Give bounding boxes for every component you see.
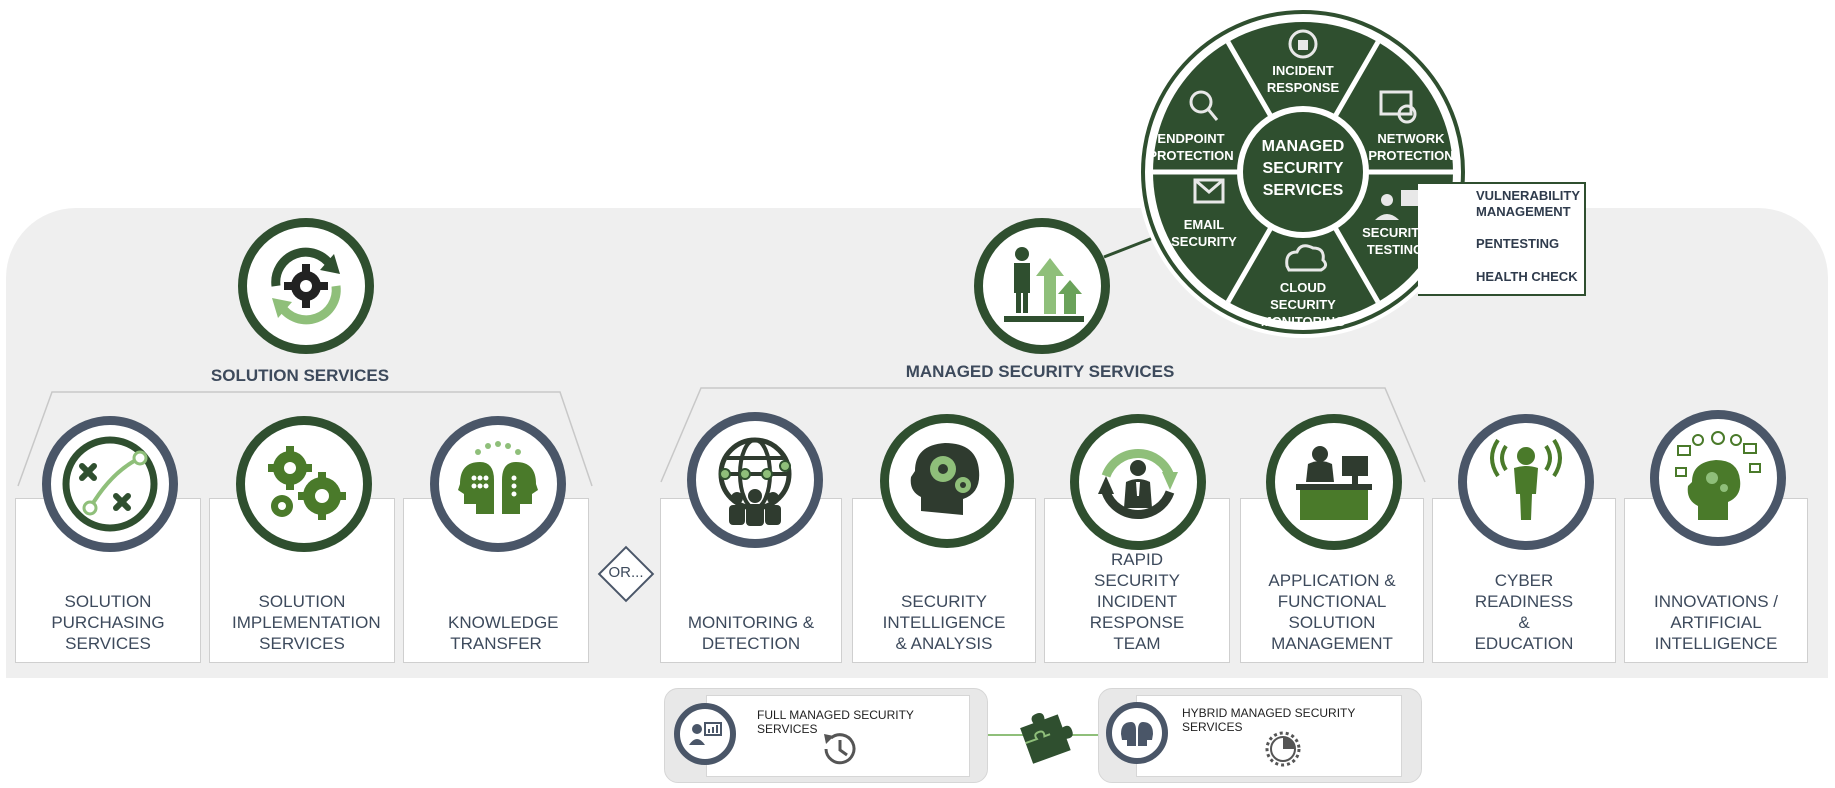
segment-email-security: EMAIL SECURITY xyxy=(1171,217,1237,249)
wheel-center-label: MANAGED SECURITY SERVICES xyxy=(1261,138,1345,199)
pie-clock-icon xyxy=(1265,731,1301,767)
card-label: INNOVATIONS / ARTIFICIAL INTELLIGENCE xyxy=(1653,592,1779,653)
testing-items: VULNERABILITY MANAGEMENT PENTESTING HEAL… xyxy=(1476,188,1586,285)
card-label: KNOWLEDGE TRANSFER xyxy=(448,613,559,653)
managed-bracket xyxy=(660,387,1426,483)
segment-network-protection: NETWORK PROTECTION xyxy=(1368,131,1454,163)
puzzle-icon xyxy=(1020,713,1073,764)
testing-item-pentesting: PENTESTING xyxy=(1476,236,1560,251)
solution-services-icon xyxy=(238,218,374,354)
full-managed-icon xyxy=(674,703,736,765)
card-label: MONITORING & DETECTION xyxy=(687,613,815,653)
managed-security-heading: MANAGED SECURITY SERVICES xyxy=(905,362,1175,381)
person-signal-icon xyxy=(1458,414,1594,550)
history-icon xyxy=(824,733,856,765)
gears-icon xyxy=(236,416,372,552)
desk-manager-icon xyxy=(1266,414,1402,550)
globe-people-icon xyxy=(687,412,823,548)
card-label: APPLICATION & FUNCTIONAL SOLUTION MANAGE… xyxy=(1268,571,1396,653)
card-label: SOLUTION IMPLEMENTATION SERVICES xyxy=(232,592,381,653)
security-testing-list xyxy=(1418,182,1586,296)
segment-cloud-security: CLOUD SECURITY MONITORING xyxy=(1260,280,1346,329)
managed-security-icon xyxy=(974,218,1110,354)
testing-item-health-check: HEALTH CHECK xyxy=(1476,269,1578,284)
full-managed-label: FULL MANAGED SECURITY SERVICES xyxy=(757,708,914,736)
card-label: CYBER READINESS & EDUCATION xyxy=(1474,571,1574,653)
heads-transfer-icon xyxy=(430,416,566,552)
card-label: SOLUTION PURCHASING SERVICES xyxy=(51,592,165,653)
ai-head-icon xyxy=(1650,410,1786,546)
or-label: OR... xyxy=(608,564,644,581)
card-innovations-ai[interactable]: INNOVATIONS / ARTIFICIAL INTELLIGENCE xyxy=(1624,498,1808,663)
person-cycle-icon xyxy=(1070,414,1206,550)
brain-gear-icon xyxy=(880,414,1014,548)
card-label: SECURITY INTELLIGENCE & ANALYSIS xyxy=(882,592,1006,653)
segment-endpoint-protection: ENDPOINT PROTECTION xyxy=(1148,131,1234,163)
solution-services-heading: SOLUTION SERVICES xyxy=(210,366,390,385)
segment-security-testing: SECURITY TESTING xyxy=(1362,225,1428,257)
card-label: RAPID SECURITY INCIDENT RESPONSE TEAM xyxy=(1089,550,1185,653)
hybrid-managed-icon xyxy=(1106,702,1168,764)
hybrid-managed-panel xyxy=(1136,695,1402,777)
solution-bracket xyxy=(17,391,593,487)
strategy-play-icon xyxy=(42,416,178,552)
hybrid-managed-label: HYBRID MANAGED SECURITY SERVICES xyxy=(1182,706,1356,734)
testing-item-vulnerability: VULNERABILITY MANAGEMENT xyxy=(1476,188,1580,219)
managed-security-wheel xyxy=(1137,6,1469,338)
segment-incident-response: INCIDENT RESPONSE xyxy=(1266,63,1340,95)
